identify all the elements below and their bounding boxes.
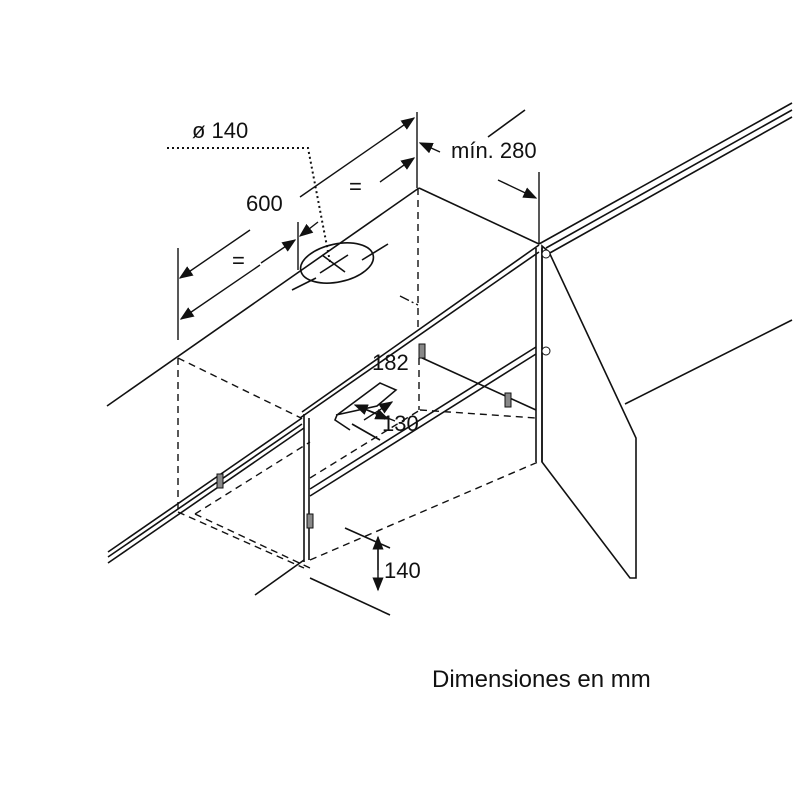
- label-diameter: ø 140: [192, 118, 248, 143]
- label-equal-left: =: [232, 248, 245, 273]
- label-cutout-offset: 130: [382, 411, 419, 436]
- mounting-screws: [216, 249, 551, 529]
- cabinet-top-back: [418, 187, 540, 245]
- open-door: [541, 244, 637, 579]
- label-min-distance: mín. 280: [451, 138, 537, 163]
- caption: Dimensiones en mm: [432, 666, 651, 693]
- label-width: 600: [246, 191, 283, 216]
- label-cutout-depth: 182: [372, 350, 409, 375]
- dim-600: [299, 117, 416, 198]
- wall-top-edge: [106, 187, 420, 407]
- diameter-leader: [167, 147, 331, 263]
- vent-opening: [291, 242, 389, 291]
- label-equal-right: =: [349, 174, 362, 199]
- label-bottom-height: 140: [384, 558, 421, 583]
- cabinet-top-front: [301, 244, 540, 413]
